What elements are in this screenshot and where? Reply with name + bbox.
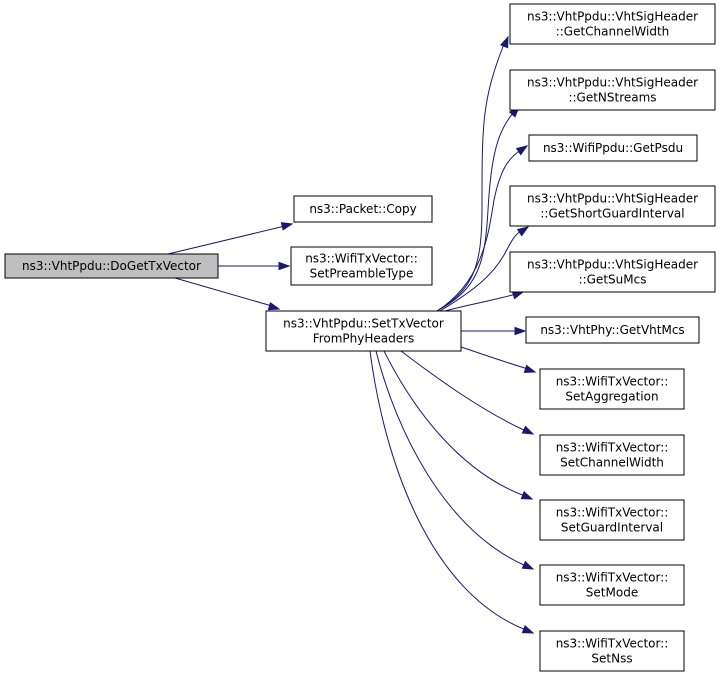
node-box[interactable] xyxy=(539,434,685,476)
arrowhead xyxy=(278,261,291,271)
node-label: ns3::VhtPpdu::SetTxVector xyxy=(283,317,444,331)
edge-line xyxy=(383,350,526,497)
node-box[interactable] xyxy=(509,69,716,111)
node-box[interactable] xyxy=(4,253,219,279)
node-label: ns3::WifiTxVector:: xyxy=(556,441,669,455)
edge-line xyxy=(369,350,527,631)
node-set-nss[interactable]: ns3::WifiTxVector::SetNss xyxy=(539,630,685,672)
node-label: ns3::VhtPpdu::VhtSigHeader xyxy=(527,258,698,272)
node-box[interactable] xyxy=(290,246,433,286)
node-get-su-mcs[interactable]: ns3::VhtPpdu::VhtSigHeader::GetSuMcs xyxy=(509,251,716,293)
edge-set-tx-vector-from-phy-headers-to-get-su-mcs xyxy=(444,291,525,312)
edge-set-tx-vector-from-phy-headers-to-set-aggregation xyxy=(460,346,537,373)
edge-set-tx-vector-from-phy-headers-to-set-nss xyxy=(369,350,535,634)
node-label: SetGuardInterval xyxy=(561,521,663,535)
arrowhead xyxy=(514,326,527,336)
node-get-nstreams[interactable]: ns3::VhtPpdu::VhtSigHeader::GetNStreams xyxy=(509,69,716,111)
node-label: ::GetNStreams xyxy=(568,91,656,105)
node-label: SetMode xyxy=(586,586,638,600)
node-set-mode[interactable]: ns3::WifiTxVector::SetMode xyxy=(539,564,685,606)
node-box[interactable] xyxy=(509,185,716,227)
node-label: SetNss xyxy=(591,652,632,666)
node-label: ::GetShortGuardInterval xyxy=(540,207,684,221)
edge-line xyxy=(439,230,522,312)
arrowhead xyxy=(520,491,534,500)
edge-line xyxy=(460,346,529,370)
arrowhead xyxy=(280,222,294,231)
edge-line xyxy=(375,350,527,567)
edge-do-get-tx-vector-to-set-tx-vector-from-phy-headers xyxy=(174,277,281,311)
nodes: ns3::VhtPpdu::DoGetTxVector ns3::Packet::… xyxy=(4,3,716,672)
arrowhead xyxy=(521,625,535,634)
edge-set-tx-vector-from-phy-headers-to-set-mode xyxy=(375,350,535,570)
node-label: ns3::VhtPpdu::VhtSigHeader xyxy=(527,10,698,24)
edge-do-get-tx-vector-to-packet-copy xyxy=(167,222,294,255)
arrowhead xyxy=(521,560,535,570)
arrowhead xyxy=(267,301,281,311)
edges xyxy=(167,35,537,634)
edge-set-tx-vector-from-phy-headers-to-get-channel-width xyxy=(436,35,509,312)
arrowhead xyxy=(523,364,537,373)
node-label: ::GetSuMcs xyxy=(579,273,647,287)
edge-line xyxy=(444,293,517,312)
edge-line xyxy=(436,111,515,312)
node-label: ns3::VhtPhy::GetVhtMcs xyxy=(540,323,684,337)
node-box[interactable] xyxy=(509,251,716,293)
node-label: ns3::WifiTxVector:: xyxy=(556,506,669,520)
node-label: FromPhyHeaders xyxy=(313,332,415,346)
node-get-vht-mcs[interactable]: ns3::VhtPhy::GetVhtMcs xyxy=(525,316,700,344)
edge-set-tx-vector-from-phy-headers-to-get-nstreams xyxy=(436,105,520,312)
node-set-aggregation[interactable]: ns3::WifiTxVector::SetAggregation xyxy=(539,368,685,410)
edge-line xyxy=(436,43,505,312)
edge-set-tx-vector-from-phy-headers-to-set-guard-interval xyxy=(383,350,534,500)
edge-do-get-tx-vector-to-set-preamble-type xyxy=(218,261,291,271)
node-label: ns3::WifiPpdu::GetPsdu xyxy=(543,141,683,155)
node-label: ns3::Packet::Copy xyxy=(309,202,416,216)
node-box[interactable] xyxy=(525,316,700,344)
edge-line xyxy=(436,149,522,312)
node-set-channel-width[interactable]: ns3::WifiTxVector::SetChannelWidth xyxy=(539,434,685,476)
node-get-psdu[interactable]: ns3::WifiPpdu::GetPsdu xyxy=(528,134,698,162)
node-label: ns3::VhtPpdu::VhtSigHeader xyxy=(527,192,698,206)
node-label: ::GetChannelWidth xyxy=(556,25,670,39)
node-do-get-tx-vector[interactable]: ns3::VhtPpdu::DoGetTxVector xyxy=(4,253,219,279)
edge-set-tx-vector-from-phy-headers-to-get-psdu xyxy=(436,145,529,312)
node-set-preamble-type[interactable]: ns3::WifiTxVector::SetPreambleType xyxy=(290,246,433,286)
arrowhead xyxy=(500,35,509,49)
arrowhead xyxy=(516,226,530,237)
node-label: SetChannelWidth xyxy=(560,456,664,470)
node-label: ns3::WifiTxVector:: xyxy=(305,252,418,266)
node-get-short-guard-interval[interactable]: ns3::VhtPpdu::VhtSigHeader::GetShortGuar… xyxy=(509,185,716,227)
node-box[interactable] xyxy=(539,564,685,606)
node-label: SetAggregation xyxy=(565,390,658,404)
node-label: ns3::WifiTxVector:: xyxy=(556,375,669,389)
edge-set-tx-vector-from-phy-headers-to-set-channel-width xyxy=(400,350,535,435)
node-label: ns3::WifiTxVector:: xyxy=(556,637,669,651)
node-box[interactable] xyxy=(528,134,698,162)
edge-set-tx-vector-from-phy-headers-to-get-short-guard-interval xyxy=(439,226,530,312)
node-label: ns3::VhtPpdu::DoGetTxVector xyxy=(22,259,201,273)
node-box[interactable] xyxy=(539,630,685,672)
node-box[interactable] xyxy=(539,499,685,541)
node-get-channel-width[interactable]: ns3::VhtPpdu::VhtSigHeader::GetChannelWi… xyxy=(509,3,716,45)
edge-set-tx-vector-from-phy-headers-to-get-vht-mcs xyxy=(461,326,527,336)
node-box[interactable] xyxy=(265,310,462,352)
edge-line xyxy=(174,277,273,307)
arrowhead xyxy=(521,425,535,435)
node-label: ns3::WifiTxVector:: xyxy=(556,571,669,585)
node-box[interactable] xyxy=(509,3,716,45)
edge-line xyxy=(167,225,286,255)
node-box[interactable] xyxy=(293,195,433,223)
node-box[interactable] xyxy=(539,368,685,410)
node-set-guard-interval[interactable]: ns3::WifiTxVector::SetGuardInterval xyxy=(539,499,685,541)
node-label: ns3::VhtPpdu::VhtSigHeader xyxy=(527,76,698,90)
edge-line xyxy=(400,350,527,432)
node-packet-copy[interactable]: ns3::Packet::Copy xyxy=(293,195,433,223)
arrowhead xyxy=(515,145,529,156)
node-label: SetPreambleType xyxy=(310,267,414,281)
arrowhead xyxy=(511,291,525,300)
